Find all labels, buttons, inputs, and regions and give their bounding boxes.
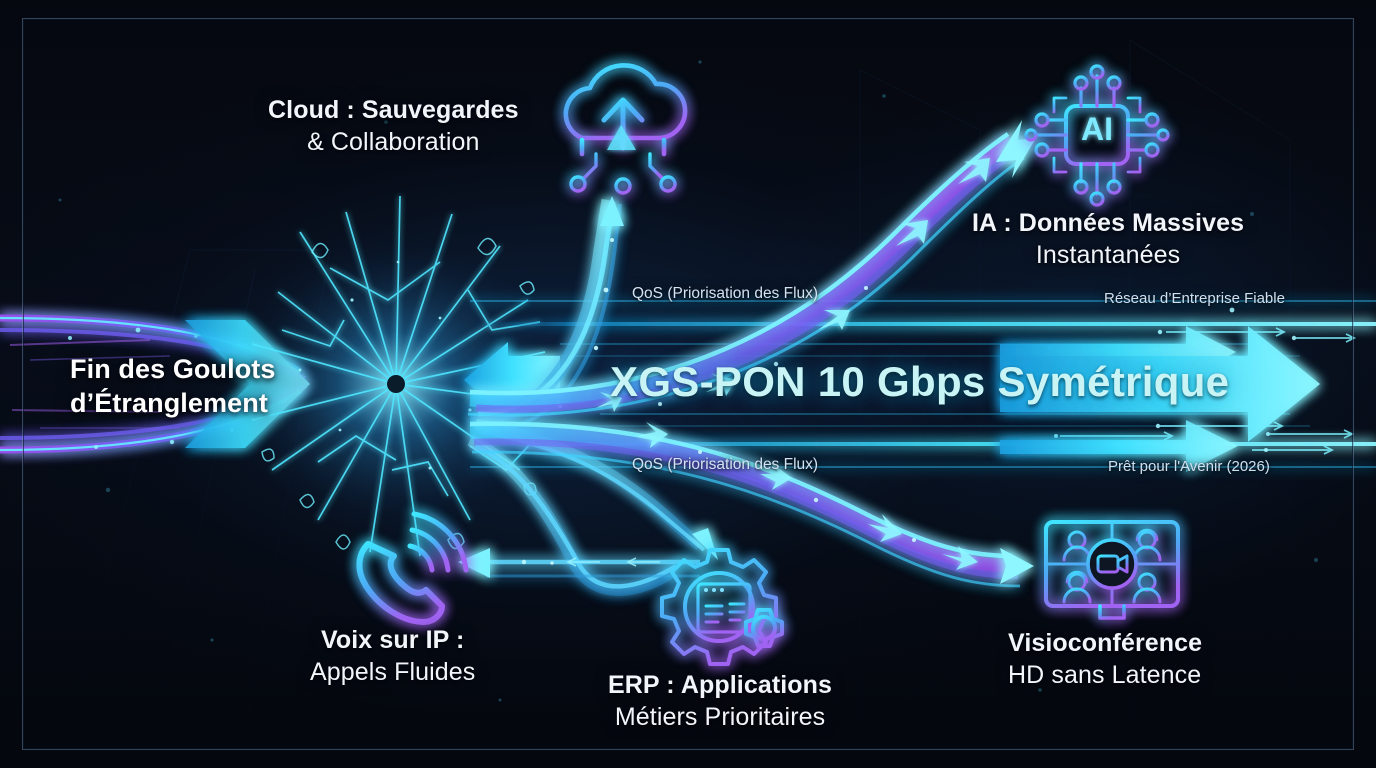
title-main: XGS-PON 10 Gbps Symétrique <box>610 358 1230 405</box>
branch-ai-arrowhead <box>996 120 1036 178</box>
tag-reliable-network: Réseau d’Entreprise Fiable <box>1104 290 1285 307</box>
label-bottleneck: Fin des Goulots d’Étranglement <box>70 352 276 420</box>
branch-video-chevrons <box>636 422 978 570</box>
ai-chip-label: AI <box>1081 111 1113 147</box>
branch-voip-micro <box>566 557 660 567</box>
label-qos-upper: QoS (Priorisation des Flux) <box>632 285 819 302</box>
branch-ai-chevrons <box>596 158 990 412</box>
label-ai: IA : Données Massives Instantanées <box>972 208 1244 271</box>
label-cloud-line2: & Collaboration <box>307 127 480 156</box>
label-bottleneck-line1: Fin des Goulots <box>70 354 276 384</box>
label-qos-lower: QoS (Priorisation des Flux) <box>632 456 819 473</box>
label-bottleneck-line2: d’Étranglement <box>70 388 268 419</box>
shatter-burst <box>251 195 549 557</box>
label-voip: Voix sur IP : Appels Fluides <box>310 625 475 688</box>
right-arrows <box>1000 326 1320 472</box>
label-erp: ERP : Applications Métiers Prioritaires <box>608 670 832 733</box>
label-ai-line2: Instantanées <box>1035 240 1181 269</box>
branch-video-arrowhead <box>1000 548 1034 584</box>
shatter-shards <box>261 237 553 550</box>
phone-signal-icon <box>356 511 469 625</box>
label-erp-line1: ERP : Applications <box>608 671 833 699</box>
gears-document-icon <box>660 548 784 666</box>
label-erp-line2: Métiers Prioritaires <box>614 702 826 731</box>
tag-future-ready: Prêt pour l'Avenir (2026) <box>1108 458 1270 475</box>
label-video-line2: HD sans Latence <box>1008 660 1202 689</box>
left-streaks <box>9 327 234 449</box>
label-video: Visioconférence HD sans Latence <box>1008 628 1202 691</box>
ai-chip-icon <box>1024 64 1170 207</box>
video-conference-icon <box>1044 520 1180 624</box>
label-cloud: Cloud : Sauvegardes & Collaboration <box>268 95 519 158</box>
branch-voip-arrow <box>458 548 490 578</box>
label-video-line1: Visioconférence <box>1008 629 1203 657</box>
label-voip-line1: Voix sur IP : <box>320 626 465 654</box>
label-voip-line2: Appels Fluides <box>310 657 476 686</box>
label-ai-line1: IA : Données Massives <box>972 209 1245 237</box>
cloud-upload-icon <box>563 63 688 195</box>
main-highway <box>470 300 1376 468</box>
label-cloud-line1: Cloud : Sauvegardes <box>268 96 519 124</box>
branch-cloud-arrow <box>600 196 624 226</box>
